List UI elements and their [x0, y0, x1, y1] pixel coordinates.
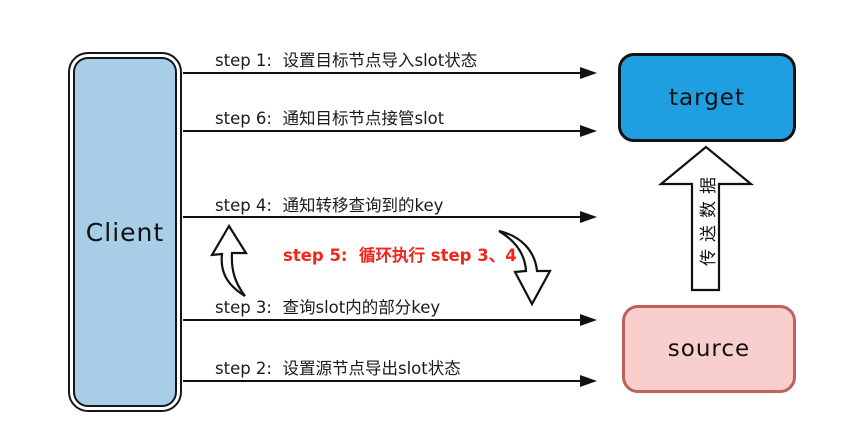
step-5-loop-label: step 5: 循环执行 step 3、4 — [283, 246, 517, 265]
step-1-label: step 1: 设置目标节点导入slot状态 — [215, 51, 478, 70]
transfer-data-label: 传送数据 — [698, 170, 719, 266]
target-node: target — [618, 53, 796, 142]
step-2-label: step 2: 设置源节点导出slot状态 — [215, 359, 461, 378]
loop-up-arrow — [209, 223, 248, 297]
step-4-label: step 4: 通知转移查询到的key — [215, 196, 444, 215]
step-4-arrow — [183, 210, 597, 223]
step-6-arrow — [183, 124, 597, 137]
source-node: source — [622, 305, 796, 393]
step-6-label: step 6: 通知目标节点接管slot — [215, 109, 445, 128]
step-3-label: step 3: 查询slot内的部分key — [215, 298, 441, 317]
step-2-arrow — [183, 374, 597, 387]
client-node: Client — [68, 52, 182, 412]
source-label: source — [667, 336, 751, 362]
step-3-arrow — [183, 313, 597, 326]
client-label: Client — [85, 217, 165, 247]
target-label: target — [669, 84, 745, 111]
client-node-body: Client — [73, 57, 177, 407]
step-1-arrow — [183, 66, 597, 79]
